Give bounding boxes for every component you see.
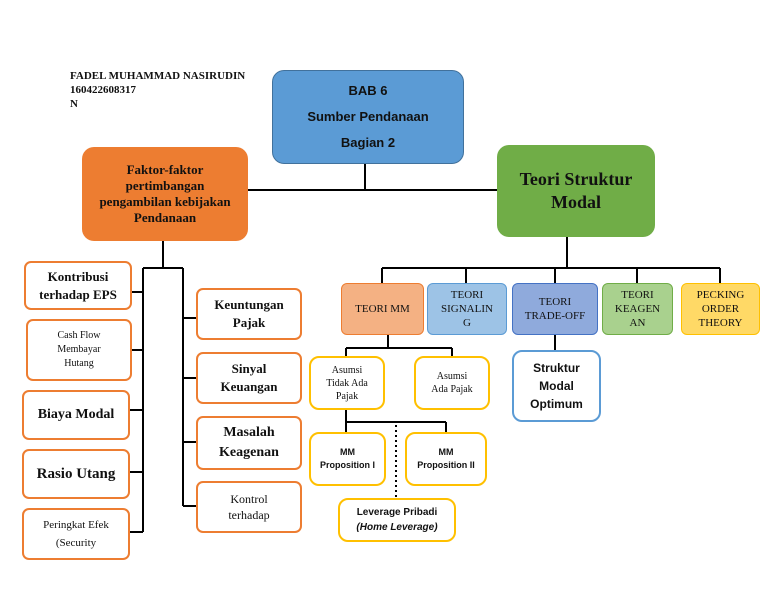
factor-signal-line2: Keuangan [220,379,278,394]
factor-security-line1: Peringkat Efek [43,519,109,531]
theory-trade-off: TEORI TRADE-OFF [512,283,598,335]
theory-signaling-line1: TEORI [450,289,484,301]
factor-security-rating: Peringkat Efek (Security [22,508,130,560]
theory-pecking-line2: ORDER [701,303,740,315]
theory-trade-off-line2: TRADE-OFF [524,310,586,322]
factor-signal-line1: Sinyal [231,361,267,376]
factor-control: Kontrol terhadap [196,481,302,533]
leverage-line2: (Home Leverage) [356,522,438,533]
root-line2: Sumber Pendanaan [307,109,429,124]
proposition-2-line2: Proposition II [417,460,475,470]
author-line3: N [70,98,78,110]
theory-agency-line3: AN [629,317,646,329]
theory-agency-line2: KEAGEN [614,303,661,315]
factor-control-line2: terhadap [228,508,270,522]
left-title-line3: pengambilan kebijakan [99,194,231,209]
assumption-with-tax: Asumsi Ada Pajak [414,356,490,410]
theory-mm: TEORI MM [341,283,424,335]
theory-pecking-line3: THEORY [698,317,743,329]
factor-agency-line2: Keagenan [219,445,279,460]
theory-signaling-line3: G [463,317,471,329]
optimum-line1: Struktur [533,361,580,375]
theory-agency: TEORI KEAGEN AN [602,283,673,335]
root-node: BAB 6 Sumber Pendanaan Bagian 2 [272,70,464,164]
right-title-line2: Modal [550,192,601,212]
proposition-1-line2: Proposition I [320,460,375,470]
assumption-with-tax-line2: Ada Pajak [431,384,473,395]
root-line1: BAB 6 [348,83,388,98]
mm-proposition-2: MM Proposition II [405,432,487,486]
mm-proposition-1: MM Proposition I [309,432,386,486]
optimum-line3: Optimum [530,397,583,411]
right-branch-title: Teori Struktur Modal [497,145,655,237]
factor-cash-flow-line3: Hutang [64,358,94,369]
factor-debt-ratio: Rasio Utang [22,449,130,499]
factor-security-line2: (Security [55,537,97,549]
proposition-1-line1: MM [340,447,355,457]
factor-debt-ratio-label: Rasio Utang [36,465,116,482]
assumption-no-tax-line2: Tidak Ada [326,377,368,389]
factor-cash-flow: Cash Flow Membayar Hutang [26,319,132,381]
left-branch-title: Faktor-faktor pertimbangan pengambilan k… [82,147,248,241]
assumption-no-tax-line3: Pajak [335,390,359,402]
factor-cost-of-capital: Biaya Modal [22,390,130,440]
left-title-line1: Faktor-faktor [126,162,204,177]
assumption-with-tax-line1: Asumsi [436,371,468,382]
theory-agency-line1: TEORI [621,289,654,301]
factor-financial-signal: Sinyal Keuangan [196,352,302,404]
factor-tax-line2: Pajak [232,315,266,330]
right-title-line1: Teori Struktur [519,169,633,189]
leverage-line1: Leverage Pribadi [356,507,438,518]
home-leverage: Leverage Pribadi (Home Leverage) [338,498,456,542]
factor-eps-line2: terhadap EPS [39,286,117,302]
theory-pecking-order: PECKING ORDER THEORY [681,283,760,335]
factor-agency-line1: Masalah [223,425,275,440]
theory-signaling: TEORI SIGNALIN G [427,283,507,335]
factor-control-line1: Kontrol [230,492,268,506]
optimum-line2: Modal [539,379,574,393]
author-nim: 160422608317 [70,84,136,96]
factor-agency-problem: Masalah Keagenan [196,416,302,470]
proposition-2-line1: MM [438,447,454,457]
factor-cash-flow-line2: Membayar [57,344,101,355]
theory-pecking-line1: PECKING [696,289,745,301]
theory-mm-label: TEORI MM [355,303,410,315]
factor-eps-contribution: Kontribusi terhadap EPS [24,261,132,310]
factor-cash-flow-line1: Cash Flow [57,330,101,341]
root-line3: Bagian 2 [340,135,396,150]
factor-cost-of-capital-label: Biaya Modal [37,407,115,422]
left-title-line4: Pendanaan [133,210,197,225]
author-name: FADEL MUHAMMAD NASIRUDIN [70,70,246,82]
assumption-no-tax-line1: Asumsi [331,364,363,376]
author-info: FADEL MUHAMMAD NASIRUDIN 160422608317 N [70,69,245,111]
left-title-line2: pertimbangan [125,178,205,193]
assumption-no-tax: Asumsi Tidak Ada Pajak [309,356,385,410]
theory-trade-off-line1: TEORI [538,296,572,308]
factor-eps-line1: Kontribusi [47,268,109,284]
theory-signaling-line2: SIGNALIN [441,303,493,315]
factor-tax-benefit: Keuntungan Pajak [196,288,302,340]
factor-tax-line1: Keuntungan [214,297,284,312]
optimal-capital-structure: Struktur Modal Optimum [512,350,601,422]
